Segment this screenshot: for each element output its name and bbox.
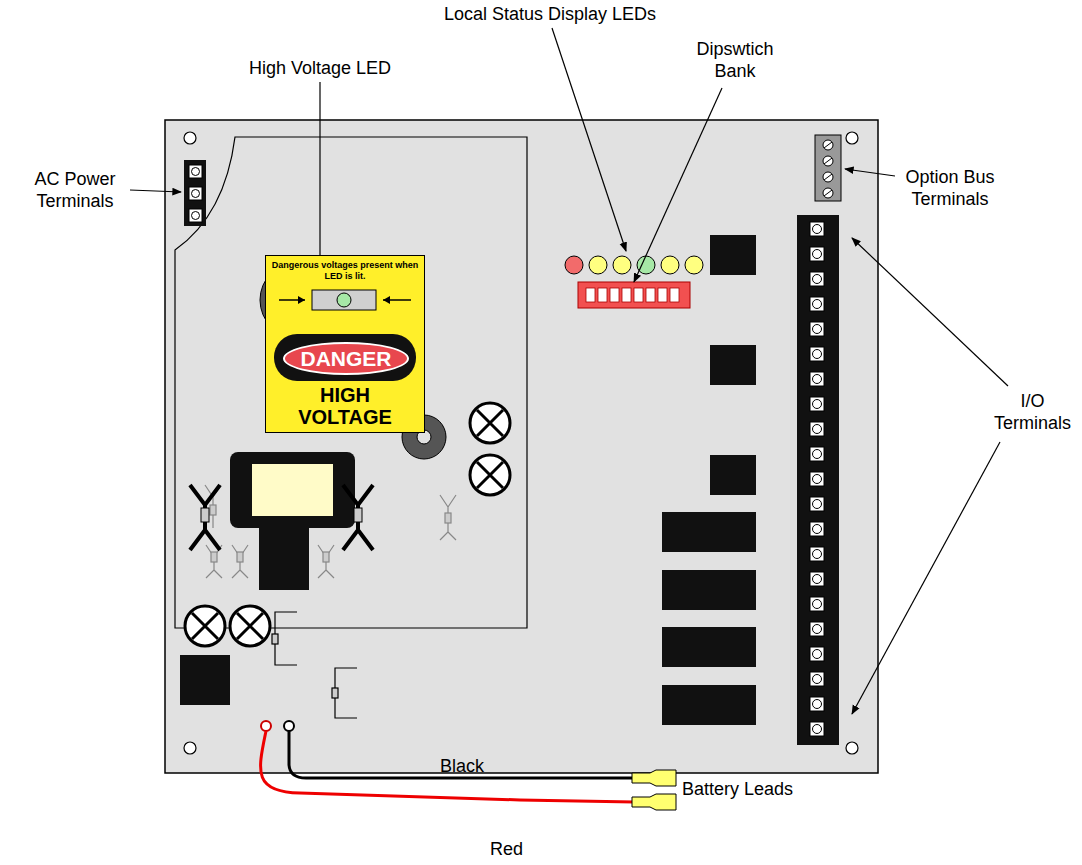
io-screw-head [813,625,822,634]
io-screw [810,722,824,736]
io-screw [810,672,824,686]
capacitors [185,403,510,646]
warning-note: Dangerous voltages present when LED is l… [271,260,419,282]
io-screw-head [813,575,822,584]
danger-oval: DANGER [283,342,409,375]
io-screw [810,447,824,461]
io-screw-head [813,375,822,384]
battery-wires [261,721,676,810]
brackets [272,612,357,718]
io-screw-head [813,225,822,234]
callout-label: Battery Leads [682,778,822,800]
io-screw-head [813,675,822,684]
regulator [180,655,230,705]
io-screw [810,647,824,661]
warning-heading: HIGH VOLTAGE [280,384,410,428]
io-screw [810,597,824,611]
io-screw-head [813,275,822,284]
io-screw [810,622,824,636]
io-screw-head [813,600,822,609]
mounting-holes [184,132,858,754]
io-screw-head [813,475,822,484]
io-screw-head [813,450,822,459]
leader-lines [130,28,1008,714]
relays [662,235,756,725]
danger-text: DANGER [300,347,391,371]
circuit-board [165,120,878,773]
callout-label: AC Power Terminals [20,168,130,212]
callout-label: Black [440,755,510,777]
dip-switch [578,282,690,308]
transformer [230,452,355,590]
io-screw-head [813,325,822,334]
option-bus-block [815,135,841,201]
io-screw [810,247,824,261]
callout-label: Red [490,838,550,860]
io-screw [810,222,824,236]
ac-terminal-block [184,160,206,226]
io-screw [810,422,824,436]
io-screw [810,497,824,511]
io-screw-head [813,425,822,434]
callout-label: Dipswtich Bank [685,38,785,82]
capacitor-marks [192,410,503,639]
io-screw-head [813,550,822,559]
io-screw-head [813,650,822,659]
io-screw-head [813,725,822,734]
io-screw [810,297,824,311]
io-screw [810,697,824,711]
component-bodies [201,508,362,522]
status-leds [565,256,703,274]
io-screw [810,547,824,561]
io-screw [810,322,824,336]
callout-label: Option Bus Terminals [890,166,1010,210]
io-screw-head [813,500,822,509]
io-screw-head [813,700,822,709]
io-screw-head [813,350,822,359]
io-screw-head [813,400,822,409]
warning-label: DANGER Dangerous voltages present when LE… [265,255,425,433]
io-screw [810,372,824,386]
io-screw-head [813,300,822,309]
io-terminal-strip [797,215,839,745]
callout-label: I/O Terminals [985,390,1080,434]
power-section [175,137,527,628]
large-y-components [190,485,373,550]
io-screw [810,522,824,536]
io-screws [810,222,824,736]
io-screw-head [813,250,822,259]
io-screw [810,347,824,361]
small-components [205,485,456,578]
io-screw [810,572,824,586]
io-screw-head [813,525,822,534]
callout-label: High Voltage LED [220,57,420,79]
io-screw [810,397,824,411]
callout-label: Local Status Display LEDs [400,3,700,25]
io-screw [810,272,824,286]
io-screw [810,472,824,486]
